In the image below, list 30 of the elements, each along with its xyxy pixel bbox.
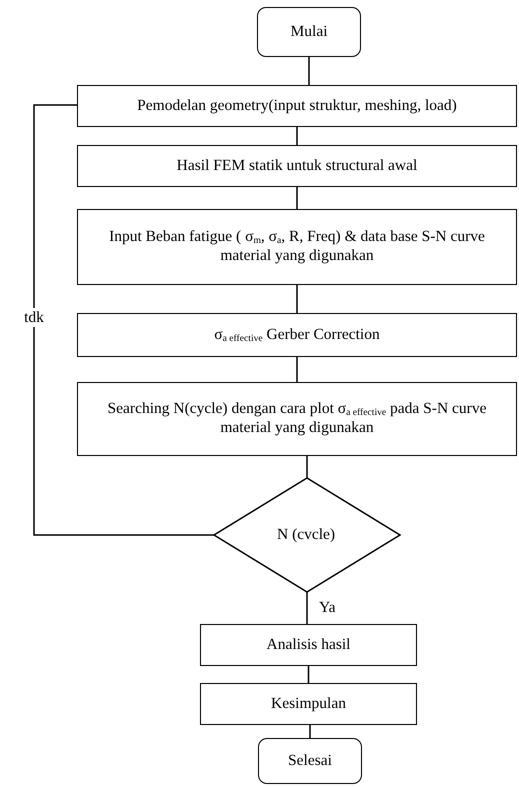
connector-line xyxy=(309,725,311,738)
step-text: Pemodelan geometry(input struktur, meshing, load) xyxy=(137,96,457,116)
step-text: Input Beban fatigue ( σ$_{m}$, σ$_{a}$, R, Freq) & data base S-N curve material yang digunakan xyxy=(108,228,486,266)
process-box xyxy=(77,85,517,127)
terminal-box xyxy=(258,738,362,784)
process-box xyxy=(77,209,517,285)
process-box xyxy=(77,145,517,187)
connector-line xyxy=(296,357,298,382)
process-box xyxy=(77,382,517,456)
process-box xyxy=(77,313,517,357)
step-text: Hasil FEM statik untuk structural awal xyxy=(176,156,418,176)
process-box xyxy=(200,624,417,666)
connector-line xyxy=(308,57,310,85)
decision-diamond xyxy=(214,478,400,592)
connector-line xyxy=(33,104,214,536)
step-text: σ$_{a effective}$ Gerber Correction xyxy=(214,326,380,344)
decision-text: N (cvcle) xyxy=(277,526,336,544)
connector-line xyxy=(306,592,308,624)
step-text: Kesimpulan xyxy=(271,694,346,714)
process-box xyxy=(200,683,417,725)
connector-line xyxy=(296,285,298,313)
connector-line xyxy=(296,187,298,209)
connector-line xyxy=(308,666,310,683)
step-text: Analisis hasil xyxy=(266,636,350,654)
connector-line xyxy=(306,456,308,478)
connector-line xyxy=(296,127,298,145)
step-text: Searching N(cycle) dengan cara plot σ$_{a effective}$ pada S-N curve material yang digunakan xyxy=(106,400,488,438)
terminal-box xyxy=(257,7,361,57)
step-text: Selesai xyxy=(288,752,332,770)
step-text: Mulai xyxy=(290,22,328,42)
